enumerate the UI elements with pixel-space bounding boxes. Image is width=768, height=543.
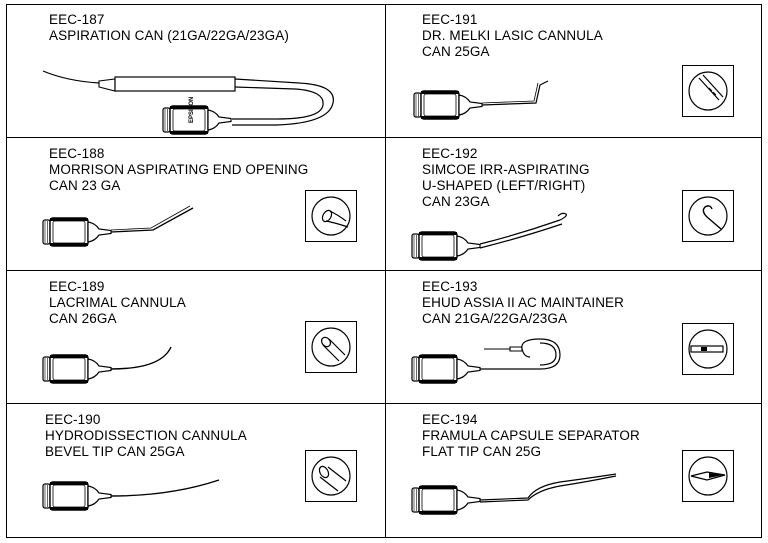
tip-detail-inset [682, 450, 734, 502]
ac-maintainer-drawing [410, 327, 610, 389]
morrison-cannula-drawing [41, 200, 241, 250]
product-cell-eec-191: EEC-191 DR. MELKI LASIC CANNULA CAN 25GA [386, 5, 761, 138]
product-cell-eec-189: EEC-189 LACRIMAL CANNULA CAN 26GA [7, 271, 386, 404]
lacrimal-cannula-drawing [41, 341, 221, 391]
product-description: HYDRODISSECTION CANNULA [45, 428, 247, 443]
product-code: EEC-192 [422, 146, 478, 161]
product-description: EHUD ASSIA II AC MAINTAINER [422, 295, 624, 310]
product-code: EEC-191 [422, 12, 478, 27]
product-description: FRAMULA CAPSULE SEPARATOR [422, 428, 640, 443]
product-code: EEC-194 [422, 412, 478, 427]
product-cell-eec-193: EEC-193 EHUD ASSIA II AC MAINTAINER CAN … [386, 271, 761, 404]
product-description: CAN 21GA/22GA/23GA [422, 311, 568, 326]
product-cell-eec-188: EEC-188 MORRISON ASPIRATING END OPENING … [7, 138, 386, 271]
product-description: CAN 26GA [49, 311, 117, 326]
capsule-separator-drawing [410, 466, 630, 522]
hydrodissection-cannula-drawing [41, 472, 241, 522]
aspiration-cannula-drawing: EPSILON [37, 55, 357, 137]
product-description: DR. MELKI LASIC CANNULA [422, 28, 603, 43]
tip-detail-inset [305, 190, 357, 242]
product-description: ASPIRATION CAN (21GA/22GA/23GA) [49, 28, 289, 43]
product-description: CAN 23 GA [49, 178, 121, 193]
product-code: EEC-190 [45, 412, 101, 427]
product-cell-eec-192: EEC-192 SIMCOE IRR-ASPIRATING U-SHAPED (… [386, 138, 761, 271]
product-cell-eec-194: EEC-194 FRAMULA CAPSULE SEPARATOR FLAT T… [386, 404, 761, 537]
tip-detail-inset [682, 190, 734, 242]
product-code: EEC-189 [49, 279, 105, 294]
simcoe-cannula-drawing [410, 208, 610, 268]
product-description: SIMCOE IRR-ASPIRATING [422, 162, 590, 177]
product-description: U-SHAPED (LEFT/RIGHT) [422, 178, 586, 193]
product-description: MORRISON ASPIRATING END OPENING [49, 162, 309, 177]
hub-brand-text: EPSILON [189, 97, 195, 123]
product-description: CAN 23GA [422, 194, 490, 209]
tip-detail-inset [305, 321, 357, 373]
product-description: BEVEL TIP CAN 25GA [45, 444, 185, 459]
tip-detail-inset [682, 323, 734, 375]
melki-cannula-drawing [410, 75, 580, 125]
product-cell-eec-190: EEC-190 HYDRODISSECTION CANNULA BEVEL TI… [7, 404, 386, 537]
tip-detail-inset [305, 450, 357, 502]
tip-detail-inset [682, 65, 734, 117]
catalog-sheet: EEC-187 ASPIRATION CAN (21GA/22GA/23GA) … [6, 4, 762, 538]
product-description: LACRIMAL CANNULA [49, 295, 186, 310]
product-description: FLAT TIP CAN 25G [422, 444, 542, 459]
product-code: EEC-188 [49, 146, 105, 161]
product-description: CAN 25GA [422, 44, 490, 59]
product-cell-eec-187: EEC-187 ASPIRATION CAN (21GA/22GA/23GA) … [7, 5, 386, 138]
product-code: EEC-187 [49, 12, 105, 27]
product-code: EEC-193 [422, 279, 478, 294]
